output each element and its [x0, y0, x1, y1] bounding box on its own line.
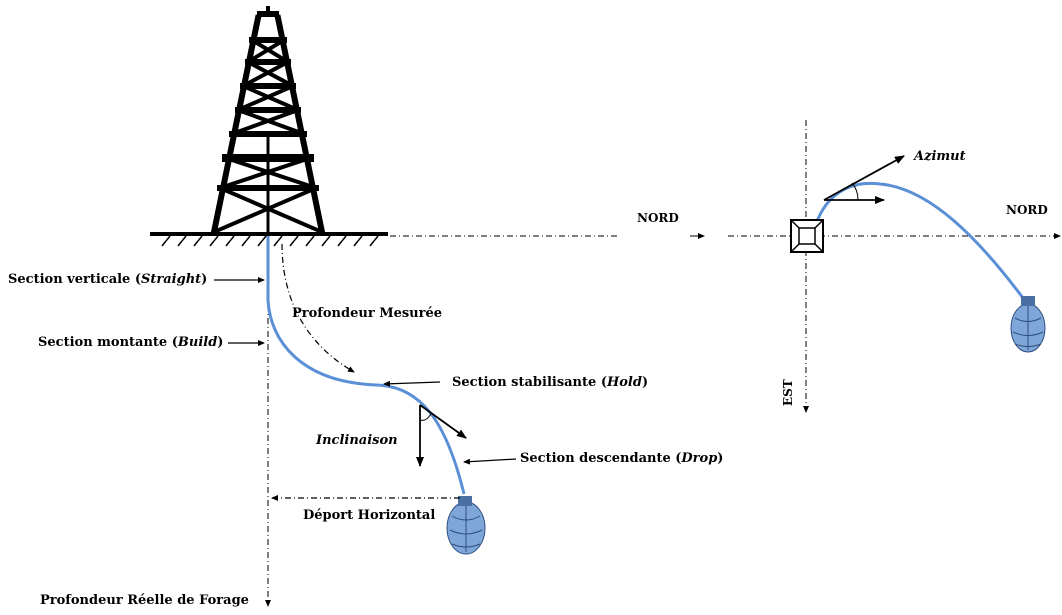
label-section-montante: Section montante (Build): [38, 335, 223, 350]
label-nord-left: NORD: [637, 211, 679, 225]
label-deport-horizontal: Déport Horizontal: [303, 508, 435, 523]
label-profondeur-reelle: Profondeur Réelle de Forage: [40, 593, 249, 608]
inclination-vectors: [416, 404, 467, 467]
label-section-verticale: Section verticale (Straight): [8, 272, 207, 287]
wellhead-icon: [790, 219, 824, 253]
annotation-arrows: [214, 277, 517, 501]
label-nord-right: NORD: [1006, 203, 1048, 217]
label-section-descendante: Section descendante (Drop): [520, 451, 723, 466]
label-est: EST: [781, 379, 795, 406]
label-profondeur-mesuree: Profondeur Mesurée: [292, 306, 442, 321]
derrick-icon: [210, 6, 326, 236]
well-path: [266, 236, 466, 495]
drill-bit-icon: [1010, 296, 1046, 353]
label-inclinaison: Inclinaison: [315, 433, 398, 448]
ground-surface: [150, 232, 388, 247]
measured-depth-curve: [281, 243, 355, 373]
well-path-plan: [814, 181, 1028, 303]
label-section-stabilisante: Section stabilisante (Hold): [452, 375, 648, 390]
label-azimut: Azimut: [912, 149, 966, 164]
drill-bit-icon: [446, 496, 486, 555]
azimuth-vectors: [823, 155, 905, 204]
